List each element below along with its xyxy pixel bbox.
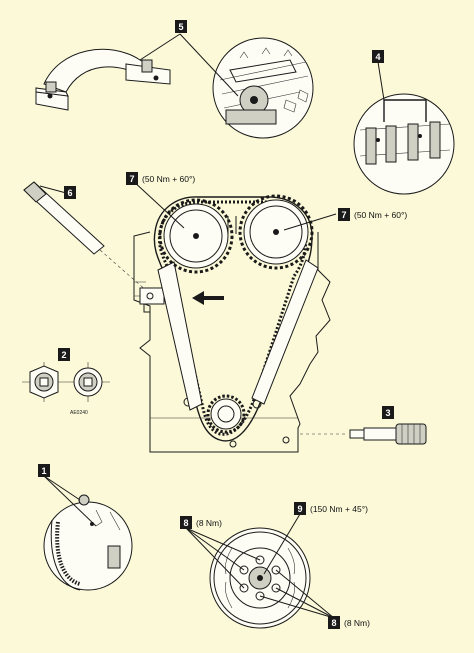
callout-8-upper: 8 (8 Nm)	[180, 516, 222, 529]
figure-reference: AE0240	[70, 410, 88, 416]
camshaft-locking-bracket	[35, 48, 171, 111]
chain-tensioner	[139, 287, 165, 313]
svg-text:8: 8	[183, 518, 188, 528]
callout-7-exhaust: 7 (50 Nm + 60°)	[126, 172, 195, 185]
svg-text:2: 2	[61, 350, 66, 360]
callout-4: 4	[372, 50, 384, 63]
svg-text:3: 3	[385, 408, 390, 418]
callout-8-lower: 8 (8 Nm)	[328, 616, 370, 629]
tensioner-arrow	[192, 291, 224, 305]
crankshaft-sprocket	[206, 394, 246, 434]
callout-7-intake: 7 (50 Nm + 60°)	[338, 208, 407, 221]
torque-spec-pulley-bolts-lower: (8 Nm)	[344, 618, 370, 628]
svg-text:1: 1	[41, 466, 46, 476]
torque-spec-intake: (50 Nm + 60°)	[354, 210, 407, 220]
camshaft-detail-view	[212, 37, 314, 139]
svg-text:7: 7	[129, 174, 134, 184]
torque-spec-pulley-bolts-upper: (8 Nm)	[196, 518, 222, 528]
torque-spec-exhaust: (50 Nm + 60°)	[142, 174, 195, 184]
callout-9: 9 (150 Nm + 45°)	[294, 502, 368, 515]
fixed-guide-rail	[251, 259, 319, 405]
svg-text:5: 5	[178, 22, 183, 32]
callout-2: 2	[58, 348, 70, 361]
tensioner-guide-rail	[157, 261, 203, 411]
svg-text:8: 8	[331, 618, 336, 628]
svg-text:7: 7	[341, 210, 346, 220]
intake-camshaft-sprocket	[238, 194, 314, 270]
callout-5: 5	[175, 20, 187, 33]
callout-6: 6	[64, 186, 76, 199]
svg-text:6: 6	[67, 188, 72, 198]
sprocket-bolt-detail	[22, 362, 110, 402]
camshaft-lobes-detail-view	[353, 93, 455, 195]
crankshaft-locking-pin	[300, 423, 427, 445]
torque-spec-crank-bolt: (150 Nm + 45°)	[310, 504, 368, 514]
exhaust-camshaft-sprocket	[158, 198, 234, 274]
svg-text:4: 4	[375, 52, 380, 62]
callout-1: 1	[38, 464, 50, 477]
timing-tool-rod	[23, 181, 149, 293]
crankshaft-pulley	[209, 527, 311, 629]
callout-3: 3	[382, 406, 394, 419]
camshaft-alignment-mark	[227, 216, 237, 234]
crankshaft-pulley-detail-view	[43, 494, 133, 591]
svg-text:9: 9	[297, 504, 302, 514]
leader-lines	[39, 33, 385, 619]
